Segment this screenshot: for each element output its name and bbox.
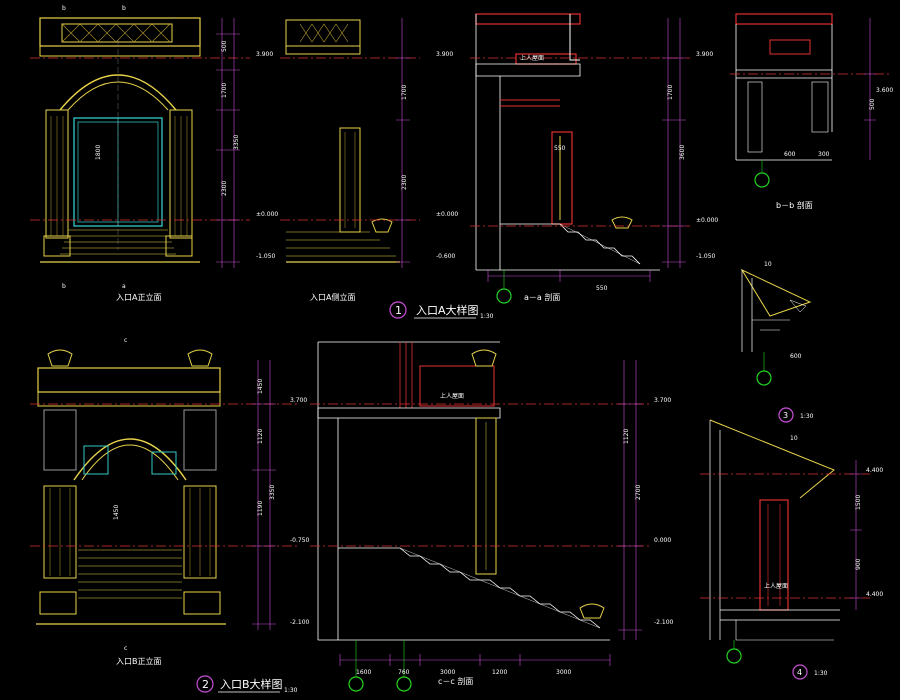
dim-text: 1450 (113, 505, 120, 520)
detail-2-scale: 1:30 (284, 687, 298, 694)
detail-3-scale: 1:30 (800, 413, 814, 420)
detail-2-title: 入口B大样图 (220, 677, 283, 691)
dim-text: 2700 (635, 485, 642, 500)
caption-section-cc: c－c 剖面 (438, 676, 473, 686)
detail-3-cornice (740, 268, 812, 352)
level-lines (30, 57, 890, 599)
dim-text: 900 (855, 558, 862, 570)
level-text: -2.100 (654, 619, 674, 626)
level-text: 3.900 (436, 51, 453, 58)
entrance-b-front-elevation (36, 349, 226, 625)
level-text: 0.000 (654, 537, 671, 544)
caption-a-front: 入口A正立面 (116, 292, 161, 302)
dim-text: 10 (764, 261, 772, 268)
level-text: ±0.000 (696, 217, 718, 224)
detail-1-scale: 1:30 (480, 313, 494, 320)
detail-4-section (709, 419, 840, 641)
dimension-values: 500 1700 2300 3350 1700 2300 1700 3600 5… (95, 40, 876, 676)
notes: 上人屋面 上人屋面 上人屋面 (440, 54, 788, 590)
dim-text: 3000 (556, 669, 571, 676)
detail-1-title: 入口A大样图 (416, 303, 479, 317)
dim-text: 1120 (623, 429, 630, 444)
grid-letter: c (124, 645, 127, 652)
dim-text: 1120 (257, 429, 264, 444)
dim-text: 1700 (221, 83, 228, 98)
caption-section-bb: b－b 剖面 (776, 200, 813, 210)
note-text: 上人屋面 (764, 582, 788, 590)
grid-letter: c (124, 337, 127, 344)
dimension-lines (216, 18, 876, 666)
dim-text: 1700 (667, 85, 674, 100)
level-text: 3.900 (256, 51, 273, 58)
caption-a-side: 入口A侧立面 (310, 292, 355, 302)
caption-b-front: 入口B正立面 (116, 656, 162, 666)
grid-letters: b b b a c c (62, 5, 127, 652)
grid-letter: b (62, 283, 66, 290)
dim-text: 1500 (855, 495, 862, 510)
view-captions: 入口A正立面 入口A侧立面 a－a 剖面 b－b 剖面 入口B正立面 c－c 剖… (116, 200, 813, 686)
dim-text: 1800 (95, 145, 102, 160)
dim-text: 1450 (257, 379, 264, 394)
entrance-a-front-elevation (39, 17, 201, 263)
level-text: 3.700 (290, 397, 307, 404)
dim-text: 1700 (401, 85, 408, 100)
dim-text: 300 (818, 151, 830, 158)
dim-text: 760 (398, 669, 410, 676)
detail-3-number: 3 (783, 411, 788, 420)
level-text: -1.050 (696, 253, 716, 260)
detail-1-number: 1 (395, 304, 402, 317)
dim-text: 2300 (221, 181, 228, 196)
level-text: -1.050 (256, 253, 276, 260)
dim-text: 600 (784, 151, 796, 158)
axis-markers (348, 160, 772, 692)
dim-text: 2300 (401, 175, 408, 190)
level-text: 4.400 (866, 591, 883, 598)
dim-text: 550 (554, 145, 566, 152)
dim-text: 600 (790, 353, 802, 360)
level-text: ±0.000 (256, 211, 278, 218)
detail-titles: 1 入口A大样图 1:30 2 入口B大样图 1:30 3 1:30 4 1:3… (196, 301, 828, 694)
dim-text: 10 (790, 435, 798, 442)
dim-text: 1600 (356, 669, 371, 676)
dim-text: 1200 (492, 669, 507, 676)
section-a-a (475, 13, 660, 271)
section-c-c (317, 341, 610, 641)
level-text: -2.100 (290, 619, 310, 626)
dim-text: 550 (596, 285, 608, 292)
dim-text: 500 (869, 98, 876, 110)
level-text: 3.600 (876, 87, 893, 94)
detail-4-scale: 1:30 (814, 670, 828, 677)
grid-letter: b (62, 5, 66, 12)
dim-text: 3600 (679, 145, 686, 160)
section-b-b (735, 13, 833, 161)
note-text: 上人屋面 (440, 392, 464, 400)
dim-text: 3350 (269, 485, 276, 500)
dim-text: 1190 (257, 501, 264, 516)
detail-4-number: 4 (797, 668, 802, 677)
detail-2-number: 2 (202, 678, 209, 691)
level-text: 4.400 (866, 467, 883, 474)
grid-letter: a (122, 283, 126, 290)
level-text: 3.900 (696, 51, 713, 58)
level-text: ±0.000 (436, 211, 458, 218)
dim-text: 3350 (233, 135, 240, 150)
dim-text: 500 (221, 40, 228, 52)
caption-section-aa: a－a 剖面 (524, 292, 560, 302)
level-text: -0.750 (290, 537, 310, 544)
level-text: -0.600 (436, 253, 456, 260)
level-values: 3.900 3.900 3.900 ±0.000 ±0.000 ±0.000 -… (256, 51, 893, 626)
dim-text: 3000 (440, 669, 455, 676)
level-text: 3.700 (654, 397, 671, 404)
note-text: 上人屋面 (520, 54, 544, 62)
entrance-a-side-elevation (285, 19, 400, 263)
grid-letter: b (122, 5, 126, 12)
